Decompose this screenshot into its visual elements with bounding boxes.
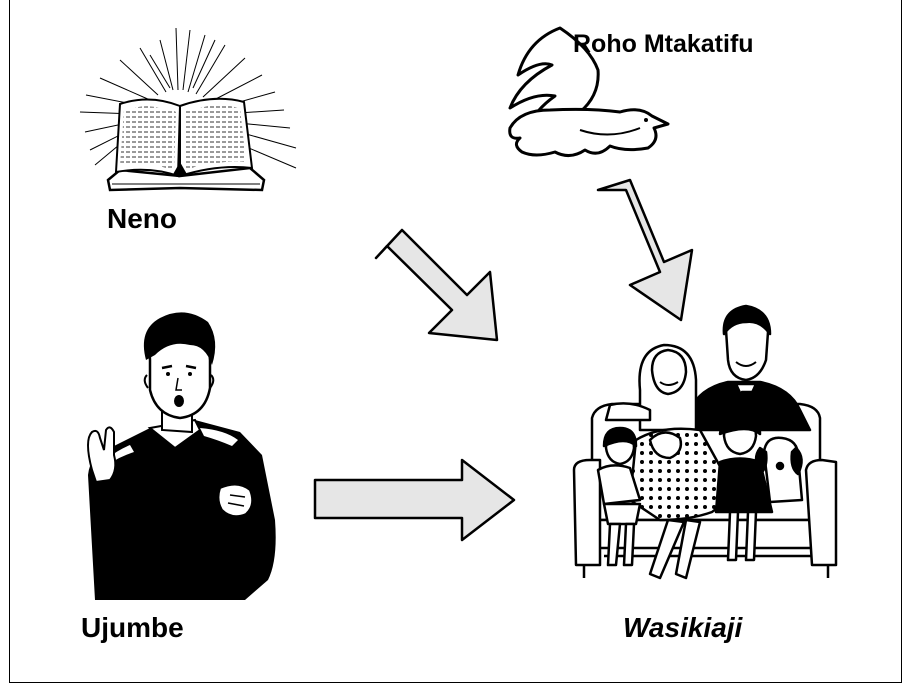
dove-icon <box>508 26 670 157</box>
arrow-spirit-to-listeners <box>596 178 694 322</box>
label-listeners: Wasikiaji <box>623 612 743 643</box>
open-bible-icon <box>79 27 297 192</box>
preacher-icon <box>87 312 276 600</box>
family-icon <box>572 304 838 580</box>
arrow-word-to-listeners <box>374 228 499 342</box>
label-holy-spirit: Roho Mtakatifu <box>573 30 754 58</box>
label-message: Ujumbe <box>81 612 184 643</box>
arrow-message-to-listeners <box>313 458 516 542</box>
label-word: Neno <box>107 203 177 234</box>
